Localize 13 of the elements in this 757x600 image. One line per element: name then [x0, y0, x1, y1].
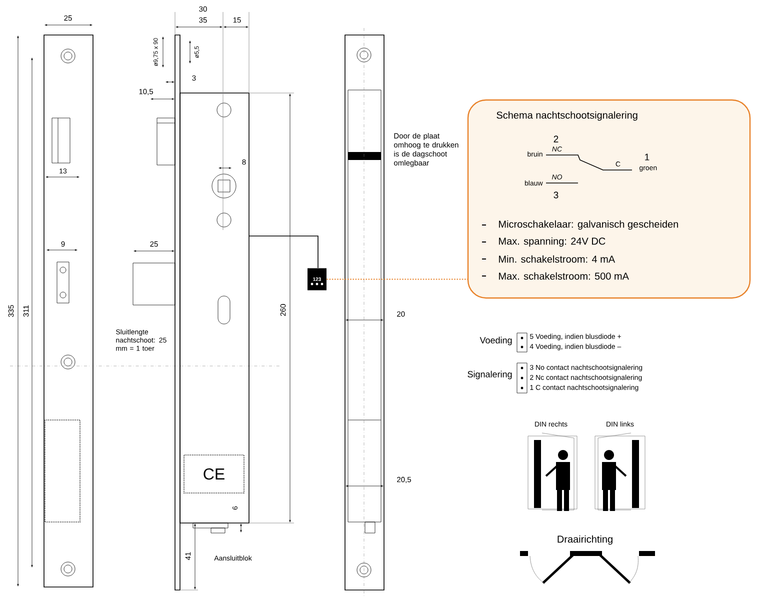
- spec-item: Max. schakelstroom: 500 mA: [499, 272, 629, 280]
- group-label: Signalering: [468, 370, 512, 380]
- ce-mark: CE: [204, 468, 224, 480]
- pin-number: 2: [554, 136, 558, 142]
- spec-item: Min. schakelstroom: 4 mA: [499, 255, 616, 263]
- spec-item: Microschakelaar: galvanisch gescheiden: [499, 220, 678, 230]
- pin-number: 1: [645, 154, 650, 160]
- spec-item: Max. spanning: 24V DC: [499, 237, 606, 247]
- leader-line: [326, 278, 468, 280]
- pin-number: 3: [554, 192, 558, 198]
- group-label: Voeding: [480, 336, 512, 346]
- callout-title: Schema nachtschootsignalering: [496, 111, 638, 121]
- figure-title: Draairichting: [558, 535, 612, 545]
